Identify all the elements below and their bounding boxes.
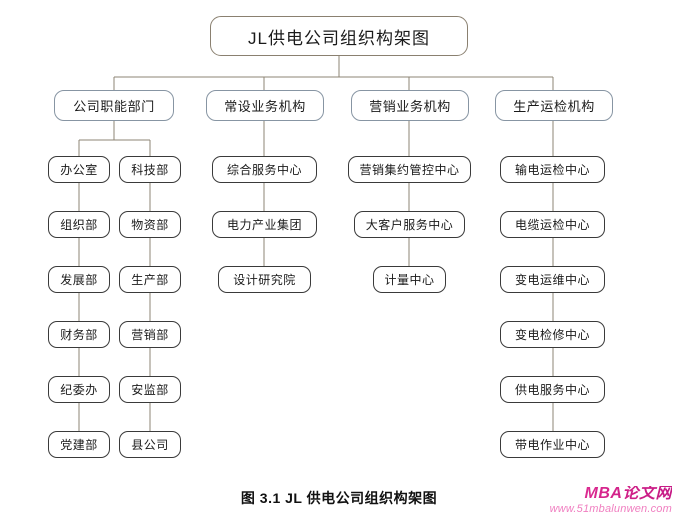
unit-node: 财务部 — [48, 321, 110, 348]
unit-node: 电缆运检中心 — [500, 211, 605, 238]
unit-node: 科技部 — [119, 156, 181, 183]
unit-node: 输电运检中心 — [500, 156, 605, 183]
unit-node: 带电作业中心 — [500, 431, 605, 458]
unit-node: 营销部 — [119, 321, 181, 348]
unit-node: 物资部 — [119, 211, 181, 238]
unit-node: 设计研究院 — [218, 266, 311, 293]
unit-node: 纪委办 — [48, 376, 110, 403]
unit-node: 生产部 — [119, 266, 181, 293]
department-node-3: 生产运检机构 — [495, 90, 613, 121]
unit-node: 变电检修中心 — [500, 321, 605, 348]
watermark-url: www.51mbalunwen.com — [549, 502, 672, 515]
org-root-title: JL供电公司组织构架图 — [210, 16, 468, 56]
unit-node: 发展部 — [48, 266, 110, 293]
department-node-1: 常设业务机构 — [206, 90, 324, 121]
unit-node: 营销集约管控中心 — [348, 156, 471, 183]
unit-node: 综合服务中心 — [212, 156, 317, 183]
unit-node: 变电运维中心 — [500, 266, 605, 293]
watermark-brand: MBA论文网 — [550, 485, 672, 503]
department-node-0: 公司职能部门 — [54, 90, 174, 121]
unit-node: 供电服务中心 — [500, 376, 605, 403]
unit-node: 办公室 — [48, 156, 110, 183]
unit-node: 大客户服务中心 — [354, 211, 465, 238]
department-node-2: 营销业务机构 — [351, 90, 469, 121]
unit-node: 县公司 — [119, 431, 181, 458]
unit-node: 计量中心 — [373, 266, 446, 293]
figure-caption: 图 3.1 JL 供电公司组织构架图 — [240, 490, 438, 506]
unit-node: 电力产业集团 — [212, 211, 317, 238]
unit-node: 组织部 — [48, 211, 110, 238]
watermark: MBA论文网 www.51mbalunwen.com — [549, 485, 672, 515]
unit-node: 党建部 — [48, 431, 110, 458]
unit-node: 安监部 — [119, 376, 181, 403]
